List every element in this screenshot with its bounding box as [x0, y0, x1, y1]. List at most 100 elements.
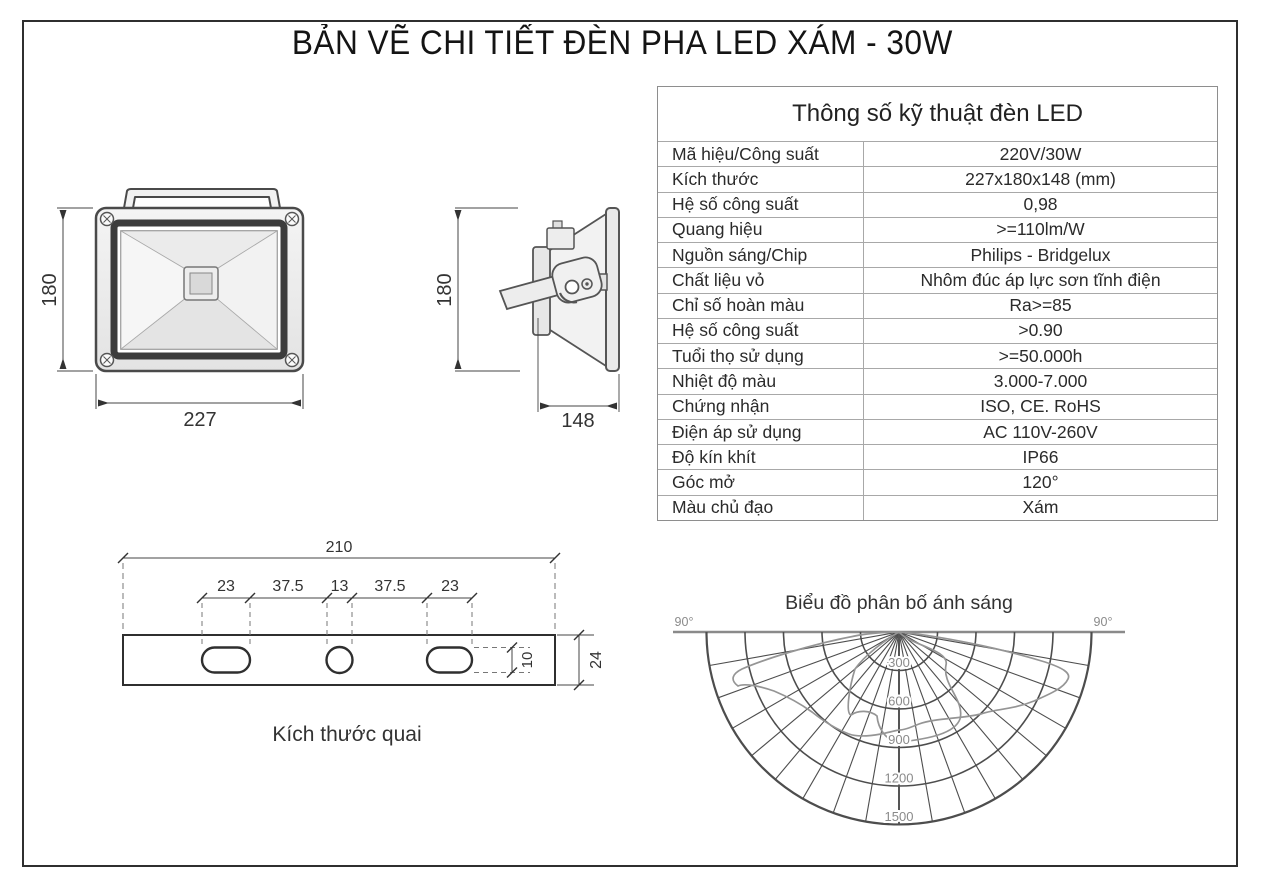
bracket-adjust-slot — [558, 292, 578, 304]
spec-row-label: Chứng nhận — [658, 394, 864, 419]
table-row: Quang hiệu >=110lm/W — [658, 217, 1217, 244]
spec-row-label: Quang hiệu — [658, 217, 864, 243]
spec-row-value: Xám — [1022, 497, 1059, 518]
spec-row-label: Mã hiệu/Công suất — [658, 142, 864, 167]
bracket-seg-label: 37.5 — [374, 578, 405, 595]
spec-row-label: Tuổi thọ sử dụng — [658, 344, 864, 369]
spec-row-value: 220V/30W — [999, 143, 1082, 164]
side-height-label: 180 — [434, 273, 456, 306]
table-row: Kích thước 227x180x148 (mm) — [658, 167, 1217, 193]
spec-row-value: 120° — [1022, 472, 1059, 493]
bracket-drawing: 210 23 37.5 13 37.5 23 — [117, 539, 605, 691]
table-row: Tuổi thọ sử dụng >=50.000h — [658, 344, 1217, 370]
spec-row-value: IP66 — [1022, 446, 1059, 467]
spec-table-title: Thông số kỹ thuật đèn LED — [658, 87, 1217, 142]
dimension-bracket-hole-height: 10 — [474, 642, 536, 678]
spec-row-label: Kích thước — [658, 167, 864, 192]
spec-row-label: Độ kín khít — [658, 445, 864, 470]
spec-row-value: >=110lm/W — [996, 219, 1085, 240]
spec-row-label: Nguồn sáng/Chip — [658, 243, 864, 268]
ring-label: 300 — [888, 655, 910, 670]
bracket-total-label: 210 — [326, 539, 353, 556]
table-row: Nhiệt độ màu 3.000-7.000 — [658, 369, 1217, 395]
bracket-slot-left — [200, 646, 252, 674]
spec-row-value: Philips - Bridgelux — [970, 244, 1111, 265]
table-row: Hệ số công suất >0.90 — [658, 318, 1217, 345]
beam-curve-wide — [732, 631, 1070, 737]
page-border — [22, 20, 1238, 867]
bracket-seg-label: 13 — [331, 578, 349, 595]
spec-row-label: Nhiệt độ màu — [658, 369, 864, 394]
spec-row-value: >0.90 — [1018, 320, 1063, 341]
page-title: BẢN VẼ CHI TIẾT ĐÈN PHA LED XÁM - 30W — [0, 24, 1244, 63]
spec-row-label: Chỉ số hoàn màu — [658, 293, 864, 318]
bracket-caption: Kích thước quai — [272, 723, 422, 746]
bracket-seg-label: 23 — [217, 578, 235, 595]
pivot-bolt-icon — [564, 279, 580, 295]
screw-icon — [284, 352, 300, 368]
spec-row-label: Điện áp sử dụng — [658, 419, 864, 445]
bracket-bar — [122, 634, 556, 686]
spec-row-label: Góc mở — [658, 470, 864, 495]
bracket-seg-label: 37.5 — [272, 578, 303, 595]
screw-icon — [284, 211, 300, 227]
bracket-bar-height-label: 24 — [588, 651, 605, 669]
spec-row-label: Hệ số công suất — [658, 192, 864, 217]
bracket-hole-center — [325, 645, 354, 675]
spec-row-label: Màu chủ đạo — [658, 495, 864, 520]
side-view-drawing: 180 148 — [434, 207, 620, 430]
table-row: Điện áp sử dụng AC 110V-260V — [658, 419, 1217, 446]
table-row: Mã hiệu/Công suất 220V/30W — [658, 142, 1217, 168]
ring-label: 600 — [888, 694, 910, 709]
front-handle — [123, 188, 281, 209]
bracket-slot-right — [425, 646, 474, 674]
spec-row-value: AC 110V-260V — [983, 421, 1098, 442]
spec-row-value: 227x180x148 (mm) — [965, 168, 1116, 189]
dimension-side-depth: 148 — [537, 318, 620, 430]
table-row: Chất liệu vỏ Nhôm đúc áp lực sơn tĩnh điệ… — [658, 268, 1217, 294]
beam-curve-narrow — [847, 630, 962, 743]
dimension-bracket-bar-height: 24 — [557, 629, 605, 691]
page-title-text: BẢN VẼ CHI TIẾT ĐÈN PHA LED XÁM - 30W — [291, 24, 953, 62]
light-distribution-chart: 90° 90° 300 600 900 1200 1500 — [673, 613, 1125, 826]
table-row: Góc mở 120° — [658, 470, 1217, 496]
screw-icon — [99, 352, 115, 368]
spec-row-value: ISO, CE. RoHS — [980, 396, 1101, 417]
polar-grid — [673, 630, 1125, 826]
bracket-seg-label: 23 — [441, 578, 459, 595]
spec-row-value: 3.000-7.000 — [993, 371, 1088, 392]
dimension-bracket-total: 210 — [117, 539, 561, 633]
led-chip — [183, 266, 219, 301]
ring-label: 900 — [888, 732, 910, 747]
front-view-drawing: 180 227 — [39, 188, 305, 431]
spec-row-value: >=50.000h — [998, 345, 1083, 366]
table-row: Nguồn sáng/Chip Philips - Bridgelux — [658, 243, 1217, 269]
ring-label: 1200 — [885, 771, 914, 786]
side-depth-label: 148 — [561, 410, 594, 430]
dimension-side-height: 180 — [434, 207, 520, 372]
spec-row-value: 0,98 — [1023, 194, 1058, 215]
side-front-rim — [605, 207, 620, 372]
angle-label-right: 90° — [1094, 615, 1113, 629]
side-mounting-bracket — [498, 256, 608, 311]
table-row: Chỉ số hoàn màu Ra>=85 — [658, 293, 1217, 319]
table-row: Hệ số công suất 0,98 — [658, 192, 1217, 218]
dimension-front-height: 180 — [39, 207, 93, 372]
polar-labels: 90° 90° 300 600 900 1200 1500 — [673, 613, 1115, 826]
screw-icon — [99, 211, 115, 227]
distribution-title: Biểu đồ phân bố ánh sáng — [785, 592, 1013, 614]
front-width-label: 227 — [183, 409, 216, 431]
table-row: Màu chủ đạo Xám — [658, 495, 1217, 520]
front-height-label: 180 — [39, 273, 61, 306]
dimension-bracket-segments: 23 37.5 13 37.5 23 — [196, 578, 478, 645]
spec-row-value: Ra>=85 — [1009, 295, 1072, 316]
beam-curves — [732, 630, 1070, 743]
angle-label-left: 90° — [675, 615, 694, 629]
table-row: Độ kín khít IP66 — [658, 445, 1217, 471]
spec-row-label: Chất liệu vỏ — [658, 268, 864, 293]
spec-row-value: Nhôm đúc áp lực sơn tĩnh điện — [920, 269, 1161, 290]
spec-row-label: Hệ số công suất — [658, 318, 864, 344]
ring-label: 1500 — [885, 809, 914, 824]
table-row: Chứng nhận ISO, CE. RoHS — [658, 394, 1217, 420]
